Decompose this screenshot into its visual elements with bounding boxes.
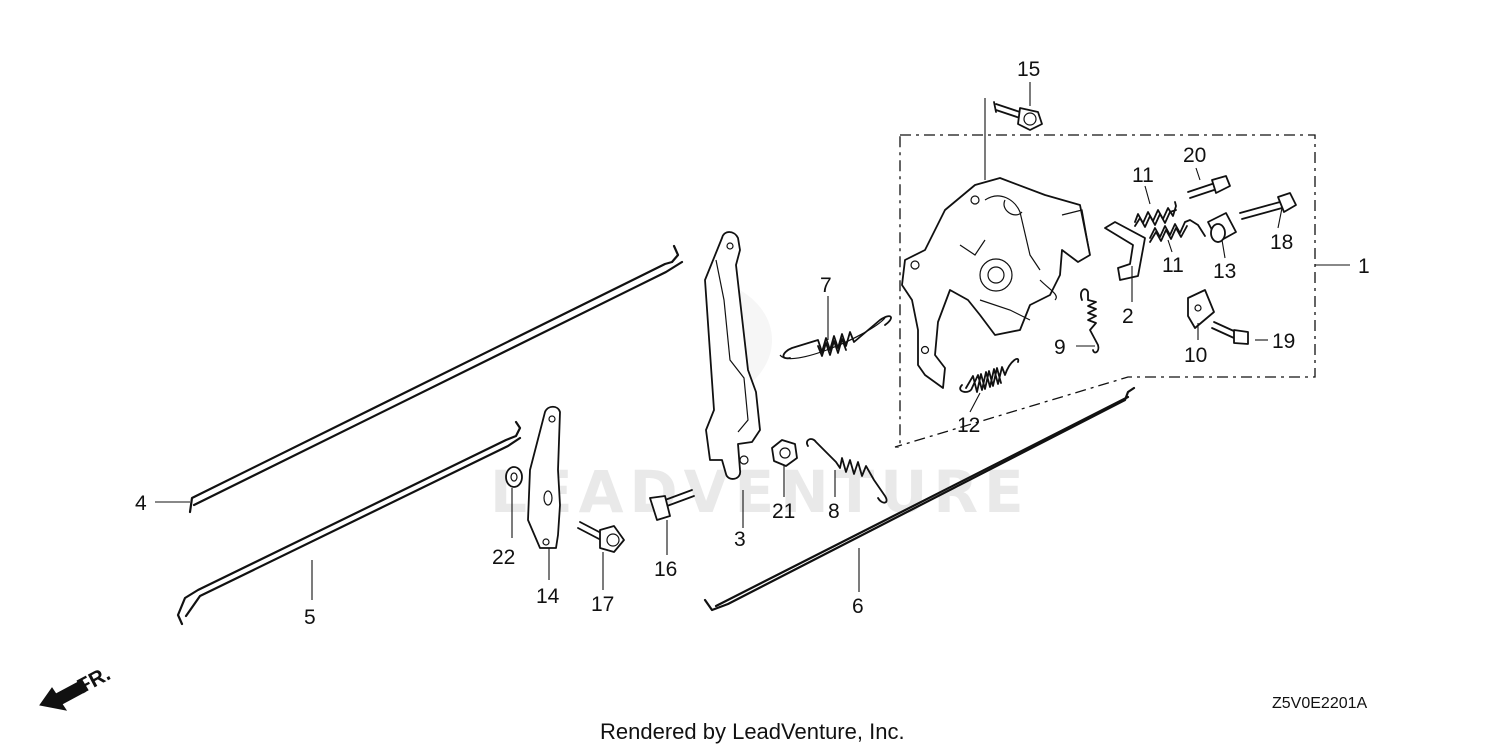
watermark-text: LEADVENTURE bbox=[490, 458, 1030, 526]
rod-4[interactable] bbox=[188, 244, 684, 514]
callout-2: 2 bbox=[1122, 305, 1134, 328]
callout-7: 7 bbox=[820, 274, 832, 297]
spring-11-lower[interactable] bbox=[1149, 219, 1206, 243]
bolt-15[interactable] bbox=[993, 101, 1043, 131]
callout-16: 16 bbox=[654, 558, 677, 581]
bracket-2[interactable] bbox=[1104, 221, 1146, 281]
bolt-18[interactable] bbox=[1239, 192, 1297, 220]
leader-lines bbox=[155, 82, 1283, 600]
lever-14[interactable] bbox=[527, 405, 561, 549]
control-lever-3[interactable] bbox=[704, 231, 761, 480]
diagram-code: Z5V0E2201A bbox=[1272, 695, 1368, 712]
washer-22[interactable] bbox=[505, 466, 523, 488]
footer-credit: Rendered by LeadVenture, Inc. bbox=[600, 719, 905, 744]
callout-5: 5 bbox=[304, 606, 316, 629]
callout-11-upper: 11 bbox=[1132, 164, 1154, 187]
callout-10: 10 bbox=[1184, 344, 1207, 367]
callout-9: 9 bbox=[1054, 336, 1066, 359]
callout-6: 6 bbox=[852, 595, 864, 618]
plate-10[interactable] bbox=[1187, 289, 1215, 329]
callout-8: 8 bbox=[828, 500, 840, 523]
callout-3: 3 bbox=[734, 528, 746, 551]
control-base-plate[interactable] bbox=[901, 177, 1091, 389]
spring-7[interactable] bbox=[779, 315, 892, 360]
rod-5[interactable] bbox=[176, 420, 522, 626]
callout-21: 21 bbox=[772, 500, 795, 523]
callouts: 1 2 3 4 5 6 7 8 9 10 11 11 12 13 14 15 1… bbox=[135, 58, 1370, 629]
callout-17: 17 bbox=[591, 593, 614, 616]
collar-13[interactable] bbox=[1207, 212, 1237, 243]
bolt-17[interactable] bbox=[577, 521, 625, 553]
bolt-19[interactable] bbox=[1211, 321, 1249, 345]
callout-4: 4 bbox=[135, 492, 147, 515]
callout-13: 13 bbox=[1213, 260, 1236, 283]
bolt-16[interactable] bbox=[649, 489, 695, 521]
callout-12: 12 bbox=[957, 414, 980, 437]
spring-12[interactable] bbox=[959, 358, 1020, 393]
callout-22: 22 bbox=[492, 546, 515, 569]
spring-11-upper[interactable] bbox=[1134, 201, 1177, 228]
assembly-boundary bbox=[894, 134, 1350, 448]
callout-14: 14 bbox=[536, 585, 560, 608]
spring-8[interactable] bbox=[806, 438, 888, 504]
nut-21[interactable] bbox=[771, 439, 798, 467]
rod-6[interactable] bbox=[703, 386, 1136, 612]
callout-15: 15 bbox=[1017, 58, 1040, 81]
callout-18: 18 bbox=[1270, 231, 1293, 254]
front-direction-arrow-icon: FR. bbox=[39, 662, 114, 711]
callout-20: 20 bbox=[1183, 144, 1206, 167]
spring-9[interactable] bbox=[1080, 288, 1100, 354]
callout-11-lower: 11 bbox=[1162, 254, 1184, 277]
callout-19: 19 bbox=[1272, 330, 1295, 353]
callout-1: 1 bbox=[1358, 255, 1370, 278]
bolt-20[interactable] bbox=[1187, 175, 1231, 199]
